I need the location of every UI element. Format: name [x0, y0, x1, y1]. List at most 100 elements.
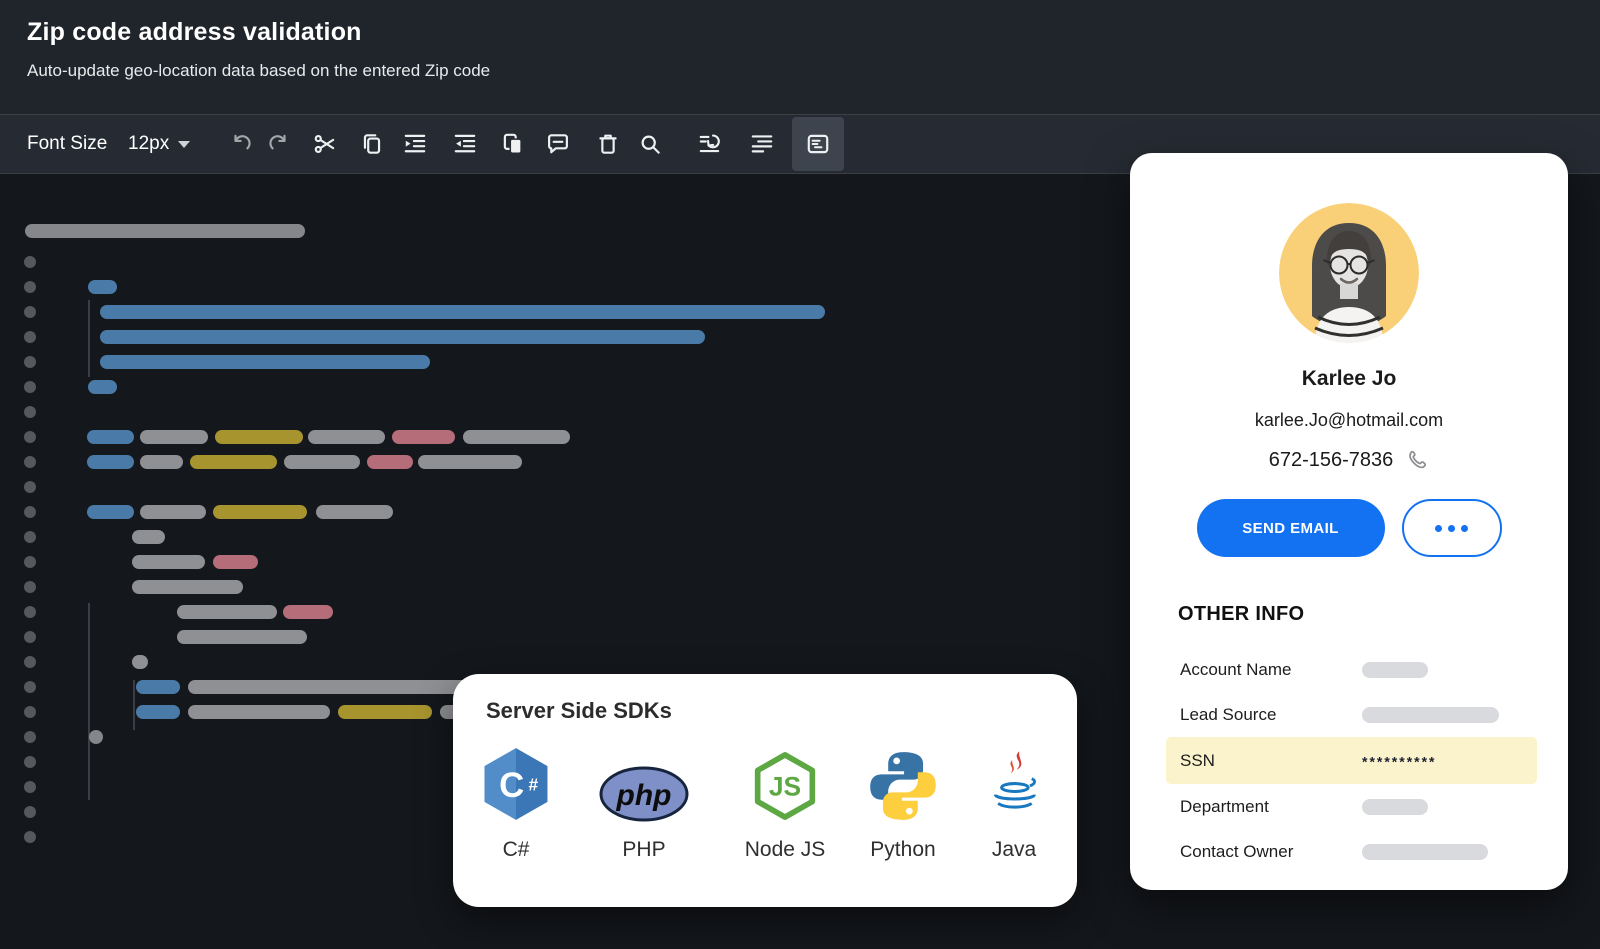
sdk-item-java[interactable]: Java	[952, 732, 1076, 887]
gutter-line-dot	[24, 331, 36, 343]
code-skeleton-pill	[188, 705, 330, 719]
preview-button[interactable]	[792, 117, 844, 171]
php-logo: php	[582, 732, 706, 824]
gutter-line-dot	[24, 356, 36, 368]
cut-icon	[314, 135, 335, 153]
code-skeleton-pill	[100, 330, 705, 344]
sdk-item-node-js[interactable]: JS Node JS	[723, 732, 847, 887]
indent-guide-line	[133, 680, 135, 730]
find-replace-button[interactable]	[692, 124, 728, 164]
gutter-line-dot	[24, 306, 36, 318]
gutter-line-dot	[24, 581, 36, 593]
paste-button[interactable]	[495, 124, 531, 164]
code-skeleton-dot	[89, 730, 103, 744]
send-email-button[interactable]: SEND EMAIL	[1196, 499, 1385, 557]
indent-guide-line	[88, 300, 90, 377]
undo-icon	[234, 134, 251, 150]
editor-toolbar: Font Size 12px	[0, 114, 1600, 174]
sdk-item-label: PHP	[622, 838, 666, 861]
list-icon	[751, 135, 773, 153]
gutter-line-dot	[24, 556, 36, 568]
field-label: SSN	[1180, 750, 1215, 770]
gutter-line-dot	[24, 381, 36, 393]
cut-button[interactable]	[307, 124, 343, 164]
font-size-dropdown[interactable]: 12px	[128, 133, 191, 155]
sdk-item-python[interactable]: Python	[841, 732, 965, 887]
copy-icon	[363, 134, 381, 154]
comment-icon	[548, 134, 568, 154]
sdk-item-label: Node JS	[744, 838, 826, 861]
indent-button[interactable]	[397, 124, 433, 164]
field-row-account-name[interactable]: Account Name	[1130, 647, 1568, 692]
gutter-line-dot	[24, 631, 36, 643]
code-skeleton-pill	[213, 505, 307, 519]
outdent-button[interactable]	[447, 124, 483, 164]
code-skeleton-pill	[132, 530, 165, 544]
copy-button[interactable]	[354, 124, 390, 164]
code-skeleton-pill	[87, 455, 134, 469]
gutter-line-dot	[24, 431, 36, 443]
comment-button[interactable]	[540, 124, 576, 164]
svg-text:php: php	[616, 779, 672, 812]
indent-icon	[404, 134, 426, 153]
paste-icon	[503, 133, 522, 154]
sdk-item-label: C#	[502, 838, 530, 861]
delete-icon	[599, 134, 617, 154]
code-skeleton-pill	[283, 605, 333, 619]
field-row-contact-owner[interactable]: Contact Owner	[1130, 829, 1568, 874]
avatar	[1279, 203, 1419, 343]
font-size-value: 12px	[128, 133, 170, 154]
sdk-item-c-[interactable]: C# C#	[454, 732, 578, 887]
gutter-line-dot	[24, 606, 36, 618]
field-label: Department	[1180, 796, 1269, 816]
field-value-masked: **********	[1362, 753, 1437, 770]
delete-button[interactable]	[590, 124, 626, 164]
undo-button[interactable]	[224, 124, 260, 164]
gutter-line-dot	[24, 656, 36, 668]
code-skeleton-pill	[132, 655, 148, 669]
gutter-line-dot	[24, 406, 36, 418]
find-replace-icon	[699, 134, 720, 153]
phone-icon[interactable]	[1405, 448, 1429, 472]
contact-phone: 672-156-7836	[1268, 448, 1394, 471]
field-row-department[interactable]: Department	[1130, 784, 1568, 829]
code-skeleton-pill	[87, 505, 134, 519]
field-value-placeholder	[1362, 661, 1428, 678]
code-skeleton-pill	[88, 380, 117, 394]
search-button[interactable]	[632, 124, 668, 164]
sdk-item-php[interactable]: php PHP	[582, 732, 706, 887]
csharp-logo: C#	[454, 732, 578, 824]
java-logo	[952, 732, 1076, 824]
redo-button[interactable]	[260, 124, 296, 164]
code-skeleton-pill	[177, 630, 307, 644]
gutter-line-dot	[24, 281, 36, 293]
code-skeleton-pill	[100, 305, 825, 319]
gutter-line-dot	[24, 831, 36, 843]
code-skeleton-pill	[213, 555, 258, 569]
sdk-item-label: Java	[991, 838, 1037, 861]
nodejs-logo: JS	[723, 732, 847, 824]
page-title: Zip code address validation	[27, 18, 362, 46]
field-value-placeholder	[1362, 843, 1488, 860]
contact-email[interactable]: karlee.Jo@hotmail.com	[1254, 410, 1444, 430]
list-button[interactable]	[744, 124, 780, 164]
more-options-button[interactable]	[1401, 499, 1502, 557]
gutter-line-dot	[24, 456, 36, 468]
other-info-title: OTHER INFO	[1178, 603, 1305, 625]
code-skeleton-pill	[140, 505, 206, 519]
redo-icon	[269, 134, 286, 150]
field-label: Lead Source	[1180, 704, 1277, 724]
svg-text:C: C	[499, 767, 524, 805]
field-label: Contact Owner	[1180, 841, 1294, 861]
code-skeleton-pill	[136, 680, 180, 694]
code-skeleton-pill	[136, 705, 180, 719]
code-skeleton-pill	[177, 605, 277, 619]
field-row-ssn[interactable]: SSN **********	[1166, 737, 1537, 784]
field-row-lead-source[interactable]: Lead Source	[1130, 692, 1568, 737]
page-subtitle: Auto-update geo-location data based on t…	[27, 61, 491, 80]
code-skeleton-pill	[87, 430, 134, 444]
code-skeleton-pill	[316, 505, 393, 519]
code-skeleton-pill	[140, 430, 208, 444]
indent-guide-line	[88, 603, 90, 800]
